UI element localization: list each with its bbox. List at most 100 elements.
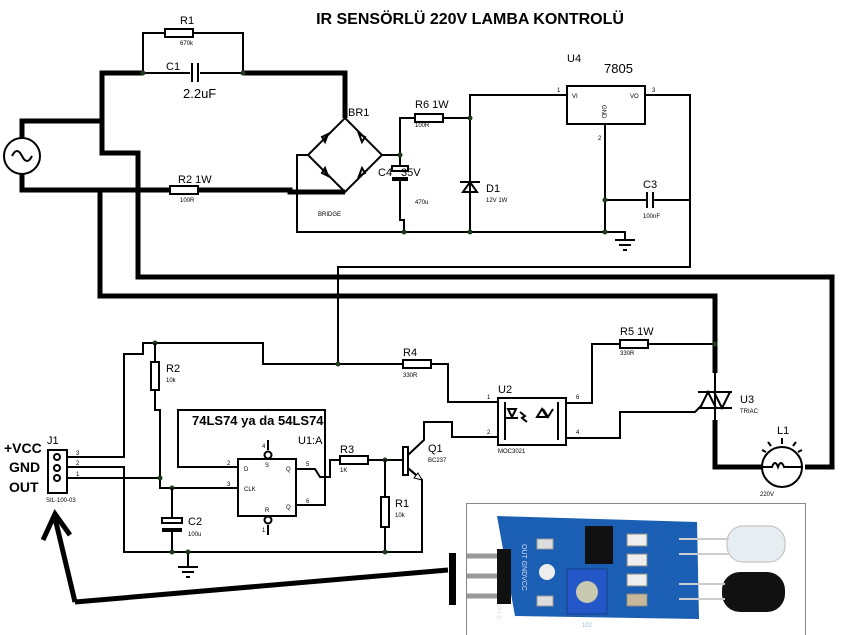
r4-value: 330R [403, 373, 418, 379]
capacitor-c4 [391, 165, 409, 181]
r1-top-value: 670k [180, 41, 194, 47]
u1-pin-s: S [265, 463, 269, 469]
capacitor-c3 [646, 192, 654, 208]
u1-pin-q: Q [286, 467, 291, 473]
r5-value: 330R [620, 351, 635, 357]
optocoupler-u2 [497, 397, 567, 446]
ir-sensor-module-photo: OUT GNDVCC MH-B 102 [466, 503, 806, 635]
bridge-rectifier-br1 [306, 116, 384, 194]
wire-mains-bottom [19, 174, 345, 195]
u1-pin-qn: Q [286, 505, 291, 511]
pot-label: 102 [582, 623, 593, 629]
r6-ref: R6 1W [415, 99, 449, 111]
u1-pin-clk: CLK [244, 487, 256, 493]
br1-ref: BR1 [348, 107, 369, 119]
label-out: OUT [9, 479, 39, 495]
r4-ref: R4 [403, 347, 417, 359]
u1-ref: U1:A [298, 435, 323, 447]
resistor-r1 [380, 496, 390, 528]
ground-symbol-bottom [178, 566, 198, 578]
ac-source [3, 137, 41, 175]
ground-symbol-top [615, 239, 635, 251]
u4-pin-vo: VO [630, 94, 639, 100]
r2-value: 10k [166, 378, 177, 384]
u1-pin-d: D [244, 467, 249, 473]
l1-ref: L1 [777, 425, 789, 437]
u4-pin-gnd: GND [600, 105, 606, 119]
r3-ref: R3 [340, 444, 354, 456]
u3-value: TRIAC [740, 409, 759, 415]
u2-pin1: 1 [487, 395, 491, 401]
u2-ref: U2 [498, 384, 512, 396]
u1-pin-r: R [265, 508, 270, 514]
comparator-chip [585, 526, 613, 564]
capacitor-c2 [161, 517, 183, 532]
r5-ref: R5 1W [620, 326, 654, 338]
j1-pin1: 1 [76, 472, 80, 478]
lamp-l1 [761, 438, 803, 488]
resistor-r6 [414, 113, 444, 123]
j1-value: SIL-100-03 [46, 498, 76, 504]
wire-mains-return-b [97, 190, 718, 373]
zener-diode-d1 [460, 180, 480, 193]
br1-value: BRIDGE [318, 212, 341, 218]
c4-ref: C4 [378, 167, 392, 179]
j1-pin2: 2 [76, 461, 80, 467]
u2-pin6: 6 [576, 395, 580, 401]
schematic-title: IR SENSÖRLÜ 220V LAMBA KONTROLÜ [316, 9, 624, 28]
r1-ref: R1 [395, 498, 409, 510]
c3-value: 100nF [643, 214, 660, 220]
c1-ref: C1 [166, 61, 180, 73]
wire-mains-top [19, 70, 348, 138]
j1-pin3: 3 [76, 451, 80, 457]
u1-pin1: 1 [262, 528, 266, 534]
u4-value: 7805 [604, 61, 633, 76]
transistor-q1 [402, 421, 498, 481]
header-silkscreen: OUT GNDVCC [520, 544, 527, 591]
c2-ref: C2 [188, 516, 202, 528]
header-pins [497, 549, 511, 604]
u2-pin2: 2 [487, 430, 491, 436]
u4-pin1: 1 [557, 88, 561, 94]
u4-pin3: 3 [652, 88, 656, 94]
q1-value: BC237 [428, 458, 447, 464]
resistor-r2 [150, 361, 160, 391]
resistor-r1-top [164, 28, 194, 38]
triac-u3 [698, 389, 732, 411]
c4-rating: 35V [401, 167, 421, 179]
r2-1w-value: 100R [180, 198, 195, 204]
r3-value: 1K [340, 468, 347, 474]
board-silkscreen: MH-B [495, 604, 501, 619]
c1-value: 2.2uF [183, 86, 216, 101]
u1-pin4: 4 [262, 444, 266, 450]
j1-ref: J1 [47, 435, 59, 447]
l1-value: 220V [760, 492, 774, 498]
label-vcc: +VCC [4, 440, 42, 456]
r1-top-ref: R1 [180, 15, 194, 27]
u2-value: MOC3021 [498, 449, 526, 455]
resistor-r2-1w [169, 185, 199, 195]
u1-pin6: 6 [306, 499, 310, 505]
u1-pin2: 2 [227, 461, 231, 467]
u1-pin3: 3 [227, 482, 231, 488]
ic-note: 74LS74 ya da 54LS74 [192, 413, 324, 428]
q1-ref: Q1 [428, 443, 443, 455]
ir-receiver-black [722, 572, 785, 612]
wire-mains-return-a [99, 121, 835, 470]
u1-pin5: 5 [306, 462, 310, 468]
ir-led-clear [726, 525, 786, 563]
resistor-r3 [339, 455, 369, 465]
c3-ref: C3 [643, 179, 657, 191]
c2-value: 100u [188, 532, 201, 538]
arrow-sensor-to-connector [40, 509, 456, 605]
u4-pin2: 2 [598, 136, 602, 142]
c4-value: 470u [415, 200, 428, 206]
u3-ref: U3 [740, 394, 754, 406]
r1-value: 10k [395, 513, 406, 519]
d1-value: 12V 1W [486, 198, 508, 204]
r2-ref: R2 [166, 363, 180, 375]
r6-value: 100R [415, 123, 430, 129]
resistor-r5 [619, 339, 649, 349]
r2-1w-ref: R2 1W [178, 174, 212, 186]
